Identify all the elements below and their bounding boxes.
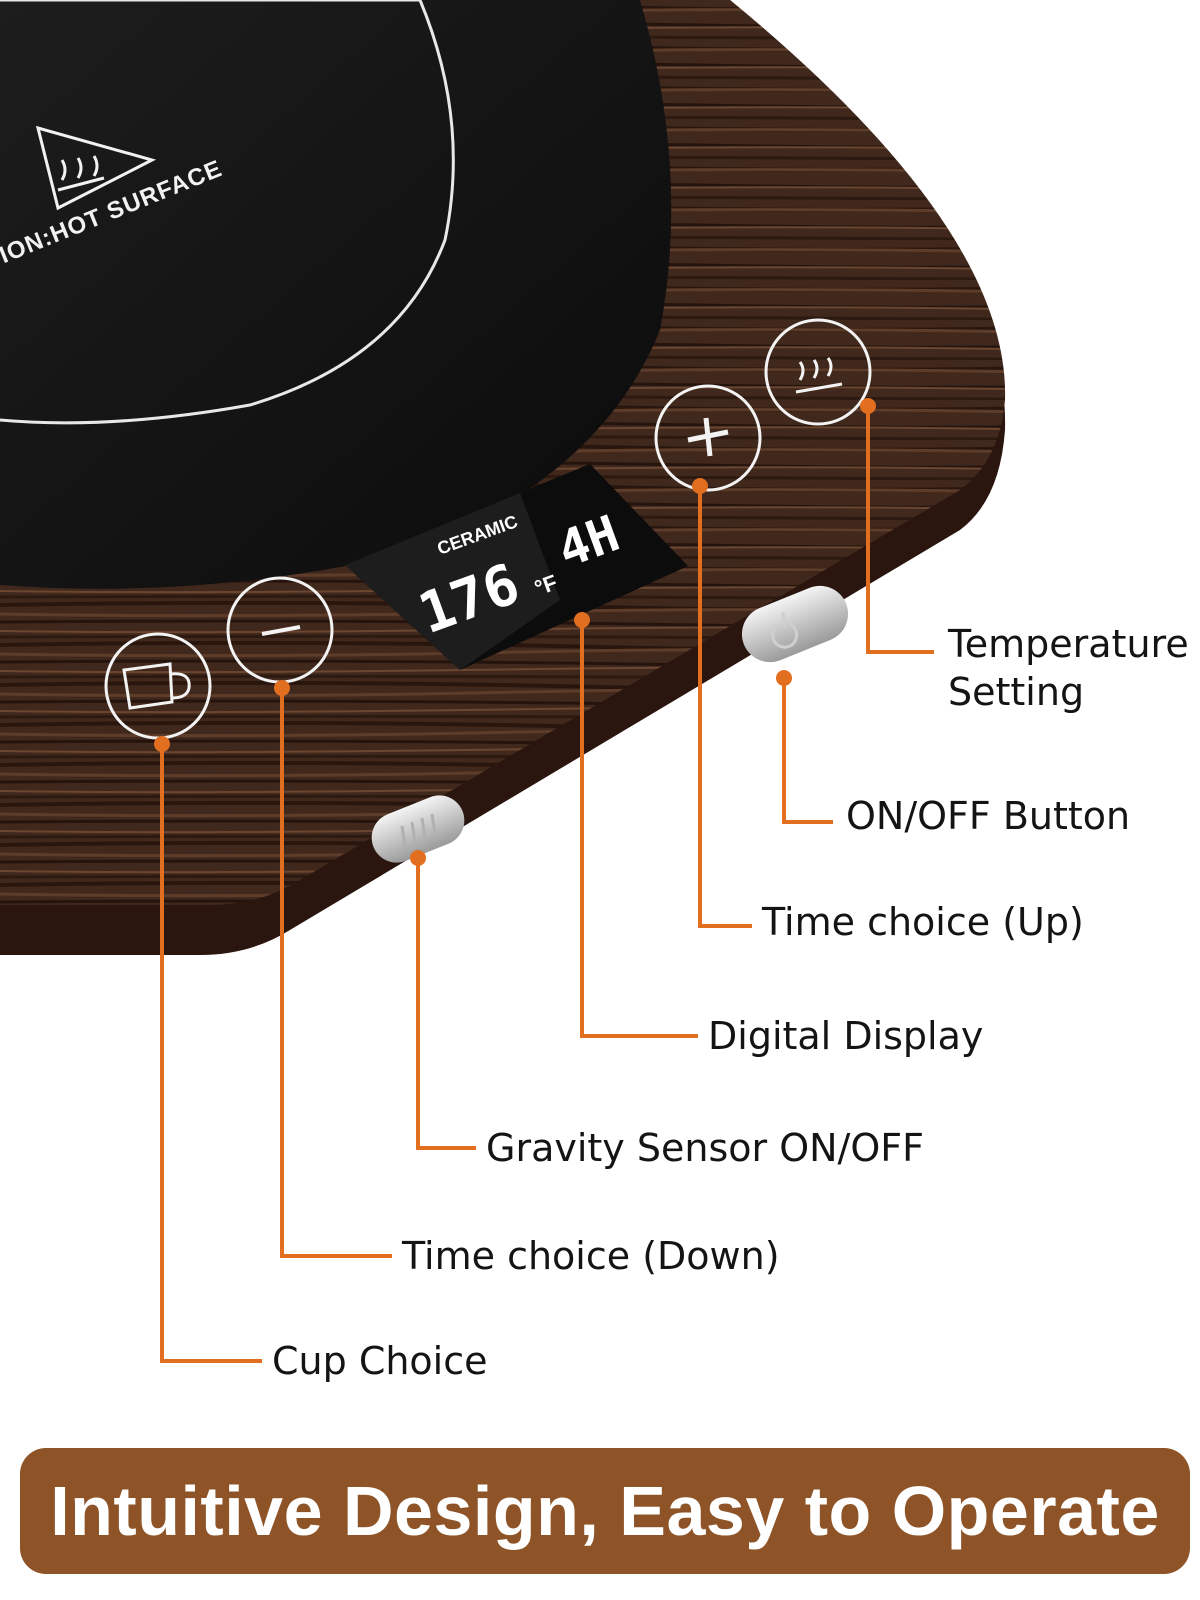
steam-icon — [795, 357, 843, 394]
callout-line-temp — [866, 406, 934, 654]
callout-on-off-button: ON/OFF Button — [846, 794, 1131, 838]
callout-lines — [160, 406, 934, 1363]
cup-icon — [122, 662, 191, 710]
heat-warning-icon — [35, 125, 157, 211]
gravity-sensor-switch[interactable] — [364, 788, 472, 870]
callout-gravity-sensor: Gravity Sensor ON/OFF — [486, 1126, 924, 1170]
minus-icon — [261, 625, 301, 636]
heating-plate — [0, 0, 672, 589]
callout-digital-display: Digital Display — [708, 1014, 984, 1058]
power-icon — [771, 611, 799, 649]
callout-line-onoff — [782, 678, 833, 824]
callout-line-cup — [160, 744, 262, 1363]
grip-icon — [400, 813, 437, 847]
plus-icon — [687, 417, 729, 457]
callout-line-up — [698, 486, 752, 928]
callout-dots — [154, 398, 876, 866]
callout-line-disp — [580, 620, 698, 1038]
callout-temperature-setting: Temperature Setting — [948, 622, 1189, 714]
callout-line-down — [280, 688, 392, 1258]
callout-line-grav — [416, 858, 476, 1150]
digital-display: CERAMIC 176 °F 4H — [345, 464, 688, 670]
temperature-setting-button[interactable] — [764, 318, 872, 426]
headline-text: Intuitive Design, Easy to Operate — [50, 1472, 1160, 1550]
power-side-button[interactable] — [734, 577, 857, 670]
callout-time-choice-up: Time choice (Up) — [762, 900, 1084, 944]
headline-banner: Intuitive Design, Easy to Operate — [20, 1448, 1190, 1574]
callout-time-choice-down: Time choice (Down) — [402, 1234, 780, 1278]
callout-cup-choice: Cup Choice — [272, 1339, 488, 1383]
time-up-button[interactable] — [654, 384, 762, 492]
